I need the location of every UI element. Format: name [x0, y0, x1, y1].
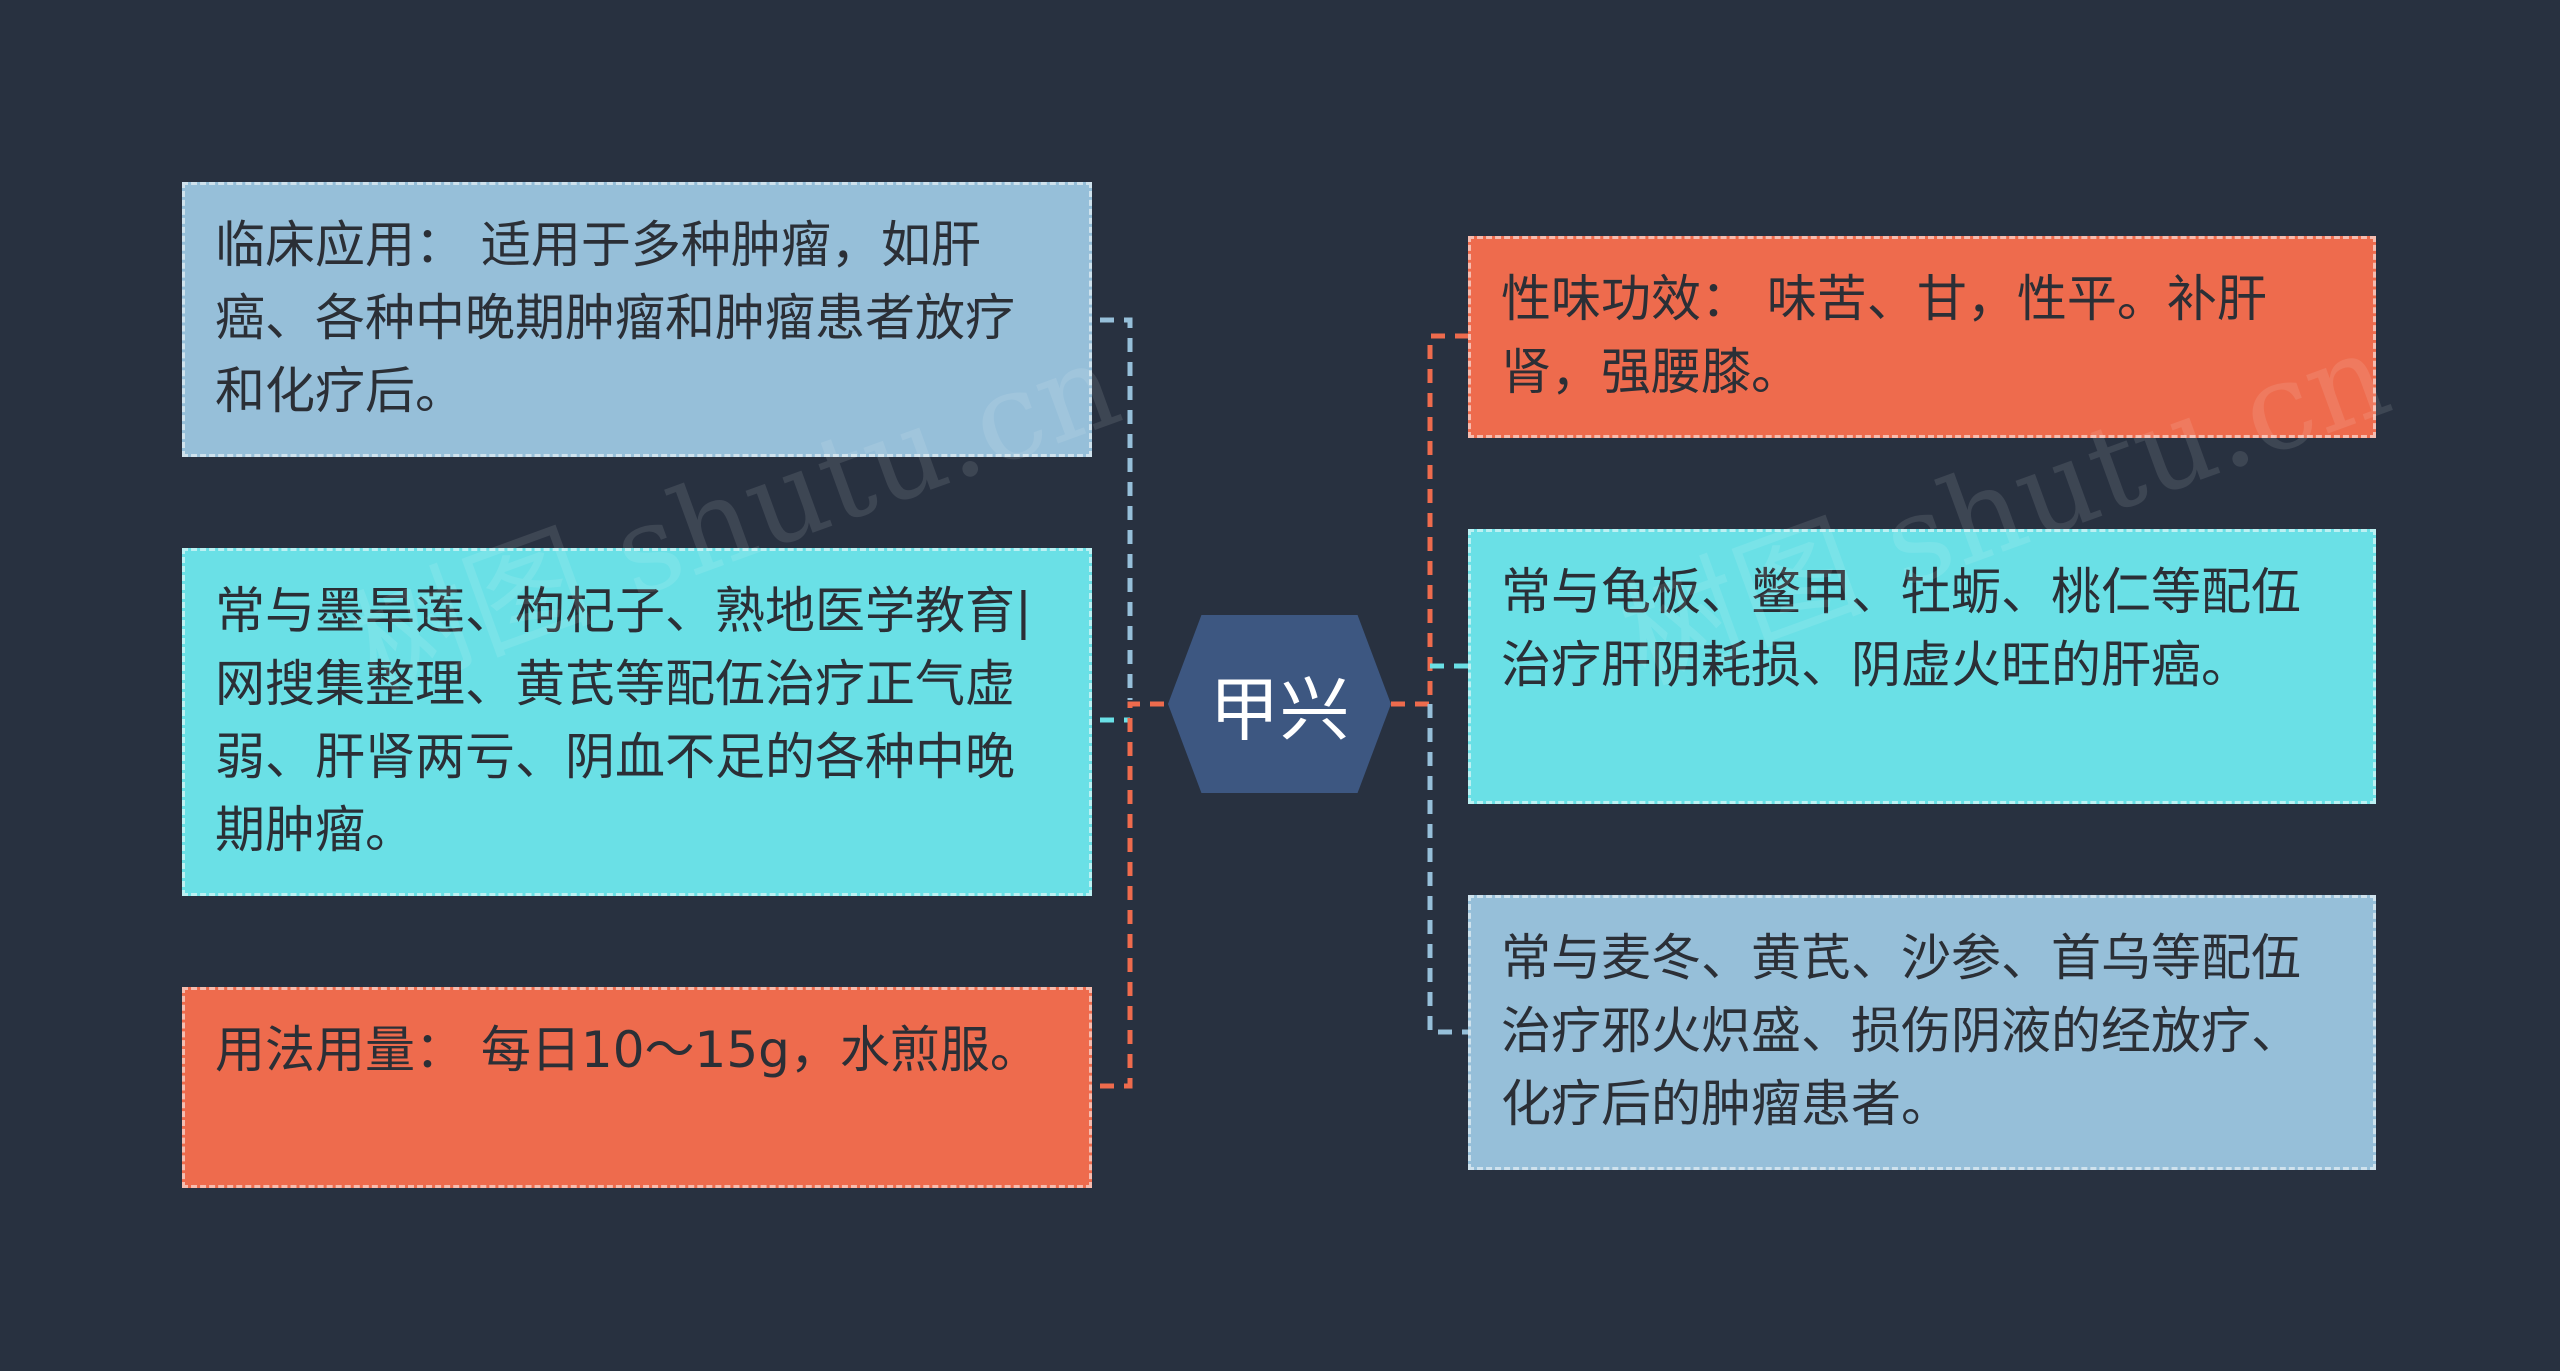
connector-right-3: [1427, 704, 1468, 1035]
right-node-combination-2[interactable]: 常与龟板、鳖甲、牡蛎、桃仁等配伍治疗肝阴耗损、阴虚火旺的肝癌。: [1468, 529, 2376, 804]
left-node-combination-1-text: 常与墨旱莲、枸杞子、熟地医学教育|网搜集整理、黄芪等配伍治疗正气虚弱、肝肾两亏、…: [215, 582, 1032, 859]
center-topic-label: 甲兴: [1209, 668, 1350, 751]
right-node-properties[interactable]: 性味功效： 味苦、甘，性平。补肝肾，强腰膝。: [1468, 236, 2376, 438]
center-topic-node[interactable]: 甲兴: [1168, 615, 1391, 793]
left-node-combination-1[interactable]: 常与墨旱莲、枸杞子、熟地医学教育|网搜集整理、黄芪等配伍治疗正气虚弱、肝肾两亏、…: [182, 548, 1092, 896]
right-node-combination-3[interactable]: 常与麦冬、黄芪、沙参、首乌等配伍治疗邪火炽盛、损伤阴液的经放疗、化疗后的肿瘤患者…: [1468, 895, 2376, 1170]
right-node-properties-text: 性味功效： 味苦、甘，性平。补肝肾，强腰膝。: [1501, 270, 2267, 401]
left-node-clinical-use[interactable]: 临床应用： 适用于多种肿瘤，如肝癌、各种中晚期肿瘤和肿瘤患者放疗和化疗后。: [182, 182, 1092, 457]
connector-left-1: [1100, 317, 1133, 700]
left-node-dosage[interactable]: 用法用量： 每日10～15g，水煎服。: [182, 987, 1092, 1188]
right-node-combination-2-text: 常与龟板、鳖甲、牡蛎、桃仁等配伍治疗肝阴耗损、阴虚火旺的肝癌。: [1501, 563, 2301, 694]
left-node-dosage-text: 用法用量： 每日10～15g，水煎服。: [215, 1021, 1040, 1079]
connector-left-3: [1100, 701, 1168, 1089]
right-node-combination-3-text: 常与麦冬、黄芪、沙参、首乌等配伍治疗邪火炽盛、损伤阴液的经放疗、化疗后的肿瘤患者…: [1501, 929, 2301, 1133]
connector-right-1: [1391, 333, 1468, 707]
left-node-clinical-use-text: 临床应用： 适用于多种肿瘤，如肝癌、各种中晚期肿瘤和肿瘤患者放疗和化疗后。: [215, 216, 1015, 420]
